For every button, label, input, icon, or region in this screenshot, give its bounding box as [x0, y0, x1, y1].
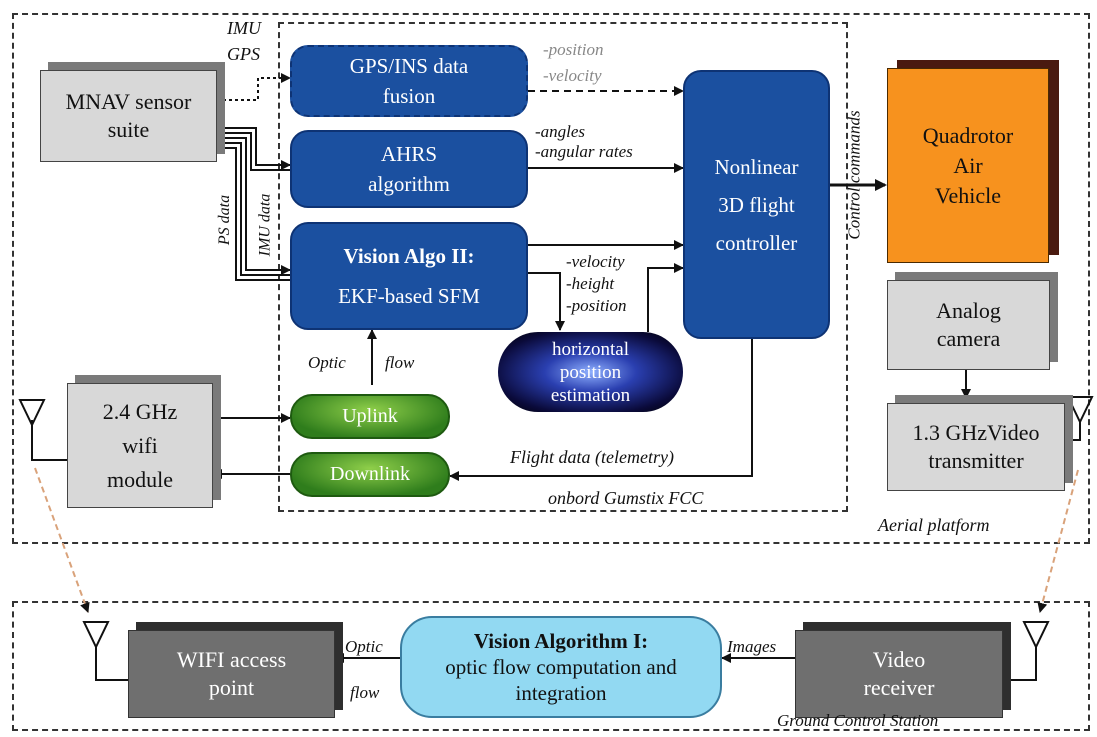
vision-algorithm-i-subtitle: optic flow computation and integration: [445, 655, 677, 705]
vision-algo-ii-block: Vision Algo II: EKF-based SFM: [290, 222, 528, 330]
aerial-platform-label: Aerial platform: [878, 515, 990, 535]
mnav-label: MNAV sensor suite: [65, 89, 192, 142]
gps-ins-block: GPS/INS data fusion: [290, 45, 528, 117]
vision-algorithm-i-title: Vision Algorithm I:: [473, 629, 649, 653]
optic-label: Optic: [308, 353, 346, 372]
flight-controller-block: Nonlinear 3D flight controller: [683, 70, 830, 339]
vision-algo-ii-subtitle: EKF-based SFM: [338, 284, 480, 308]
onboard-fcc-region: [278, 22, 848, 512]
angular-rates-label: -angular rates: [535, 142, 633, 161]
wifi-access-point-label: WIFI access point: [176, 647, 287, 700]
analog-camera-block: Analog camera: [887, 280, 1050, 370]
horizontal-position-estimation-block: horizontal position estimation: [498, 332, 683, 412]
gps-position-label: -position: [543, 40, 604, 59]
wifi-module-block: 2.4 GHz wifi module: [67, 383, 213, 508]
vision-algo-ii-title: Vision Algo II:: [343, 244, 475, 268]
vision-height-label: -height: [566, 274, 615, 293]
uplink-block: Uplink: [290, 394, 450, 439]
video-transmitter-label: 1.3 GHzVideo transmitter: [912, 420, 1040, 473]
aerial-platform-region: [12, 13, 1090, 544]
flow-label: flow: [385, 353, 415, 372]
imu-label: IMU: [227, 18, 261, 38]
control-commands-label: Control commands: [844, 110, 864, 240]
gcs-optic-label: Optic: [345, 637, 383, 656]
vision-position-label: -position: [566, 296, 627, 315]
gcs-flow-label: flow: [350, 683, 380, 702]
vision-velocity-label: -velocity: [566, 252, 625, 271]
ahrs-label: AHRS algorithm: [368, 142, 450, 196]
ground-station-region: [12, 601, 1090, 731]
antenna-icon: [18, 396, 1094, 650]
gps-label: GPS: [227, 44, 260, 64]
video-transmitter-block: 1.3 GHzVideo transmitter: [887, 403, 1065, 491]
onboard-fcc-label: onbord Gumstix FCC: [548, 488, 704, 508]
mnav-sensor-suite-block: MNAV sensor suite: [40, 70, 217, 162]
vision-algorithm-i-block: Vision Algorithm I: optic flow computati…: [400, 616, 722, 718]
video-receiver-block: Video receiver: [795, 630, 1003, 718]
downlink-block: Downlink: [290, 452, 450, 497]
analog-camera-label: Analog camera: [936, 298, 1001, 351]
imu-data-label: IMU data: [256, 193, 274, 257]
uplink-label: Uplink: [342, 405, 398, 427]
flight-controller-label: Nonlinear 3D flight controller: [714, 154, 799, 255]
gps-ins-label: GPS/INS data fusion: [349, 54, 469, 108]
downlink-label: Downlink: [330, 463, 410, 485]
ahrs-block: AHRS algorithm: [290, 130, 528, 208]
angles-label: -angles: [535, 122, 586, 141]
ground-control-station-label: Ground Control Station: [777, 711, 939, 730]
wifi-access-point-block: WIFI access point: [128, 630, 335, 718]
flight-data-label: Flight data (telemetry): [510, 447, 674, 467]
gps-velocity-label: -velocity: [543, 66, 602, 85]
ps-data-label: PS data: [216, 194, 234, 246]
quadrotor-label: Quadrotor Air Vehicle: [922, 122, 1014, 208]
images-label: Images: [727, 637, 777, 656]
wifi-module-label: 2.4 GHz wifi module: [102, 398, 178, 492]
video-receiver-label: Video receiver: [863, 647, 935, 700]
hpe-label: horizontal position estimation: [550, 338, 631, 406]
quadrotor-block: Quadrotor Air Vehicle: [887, 68, 1049, 263]
